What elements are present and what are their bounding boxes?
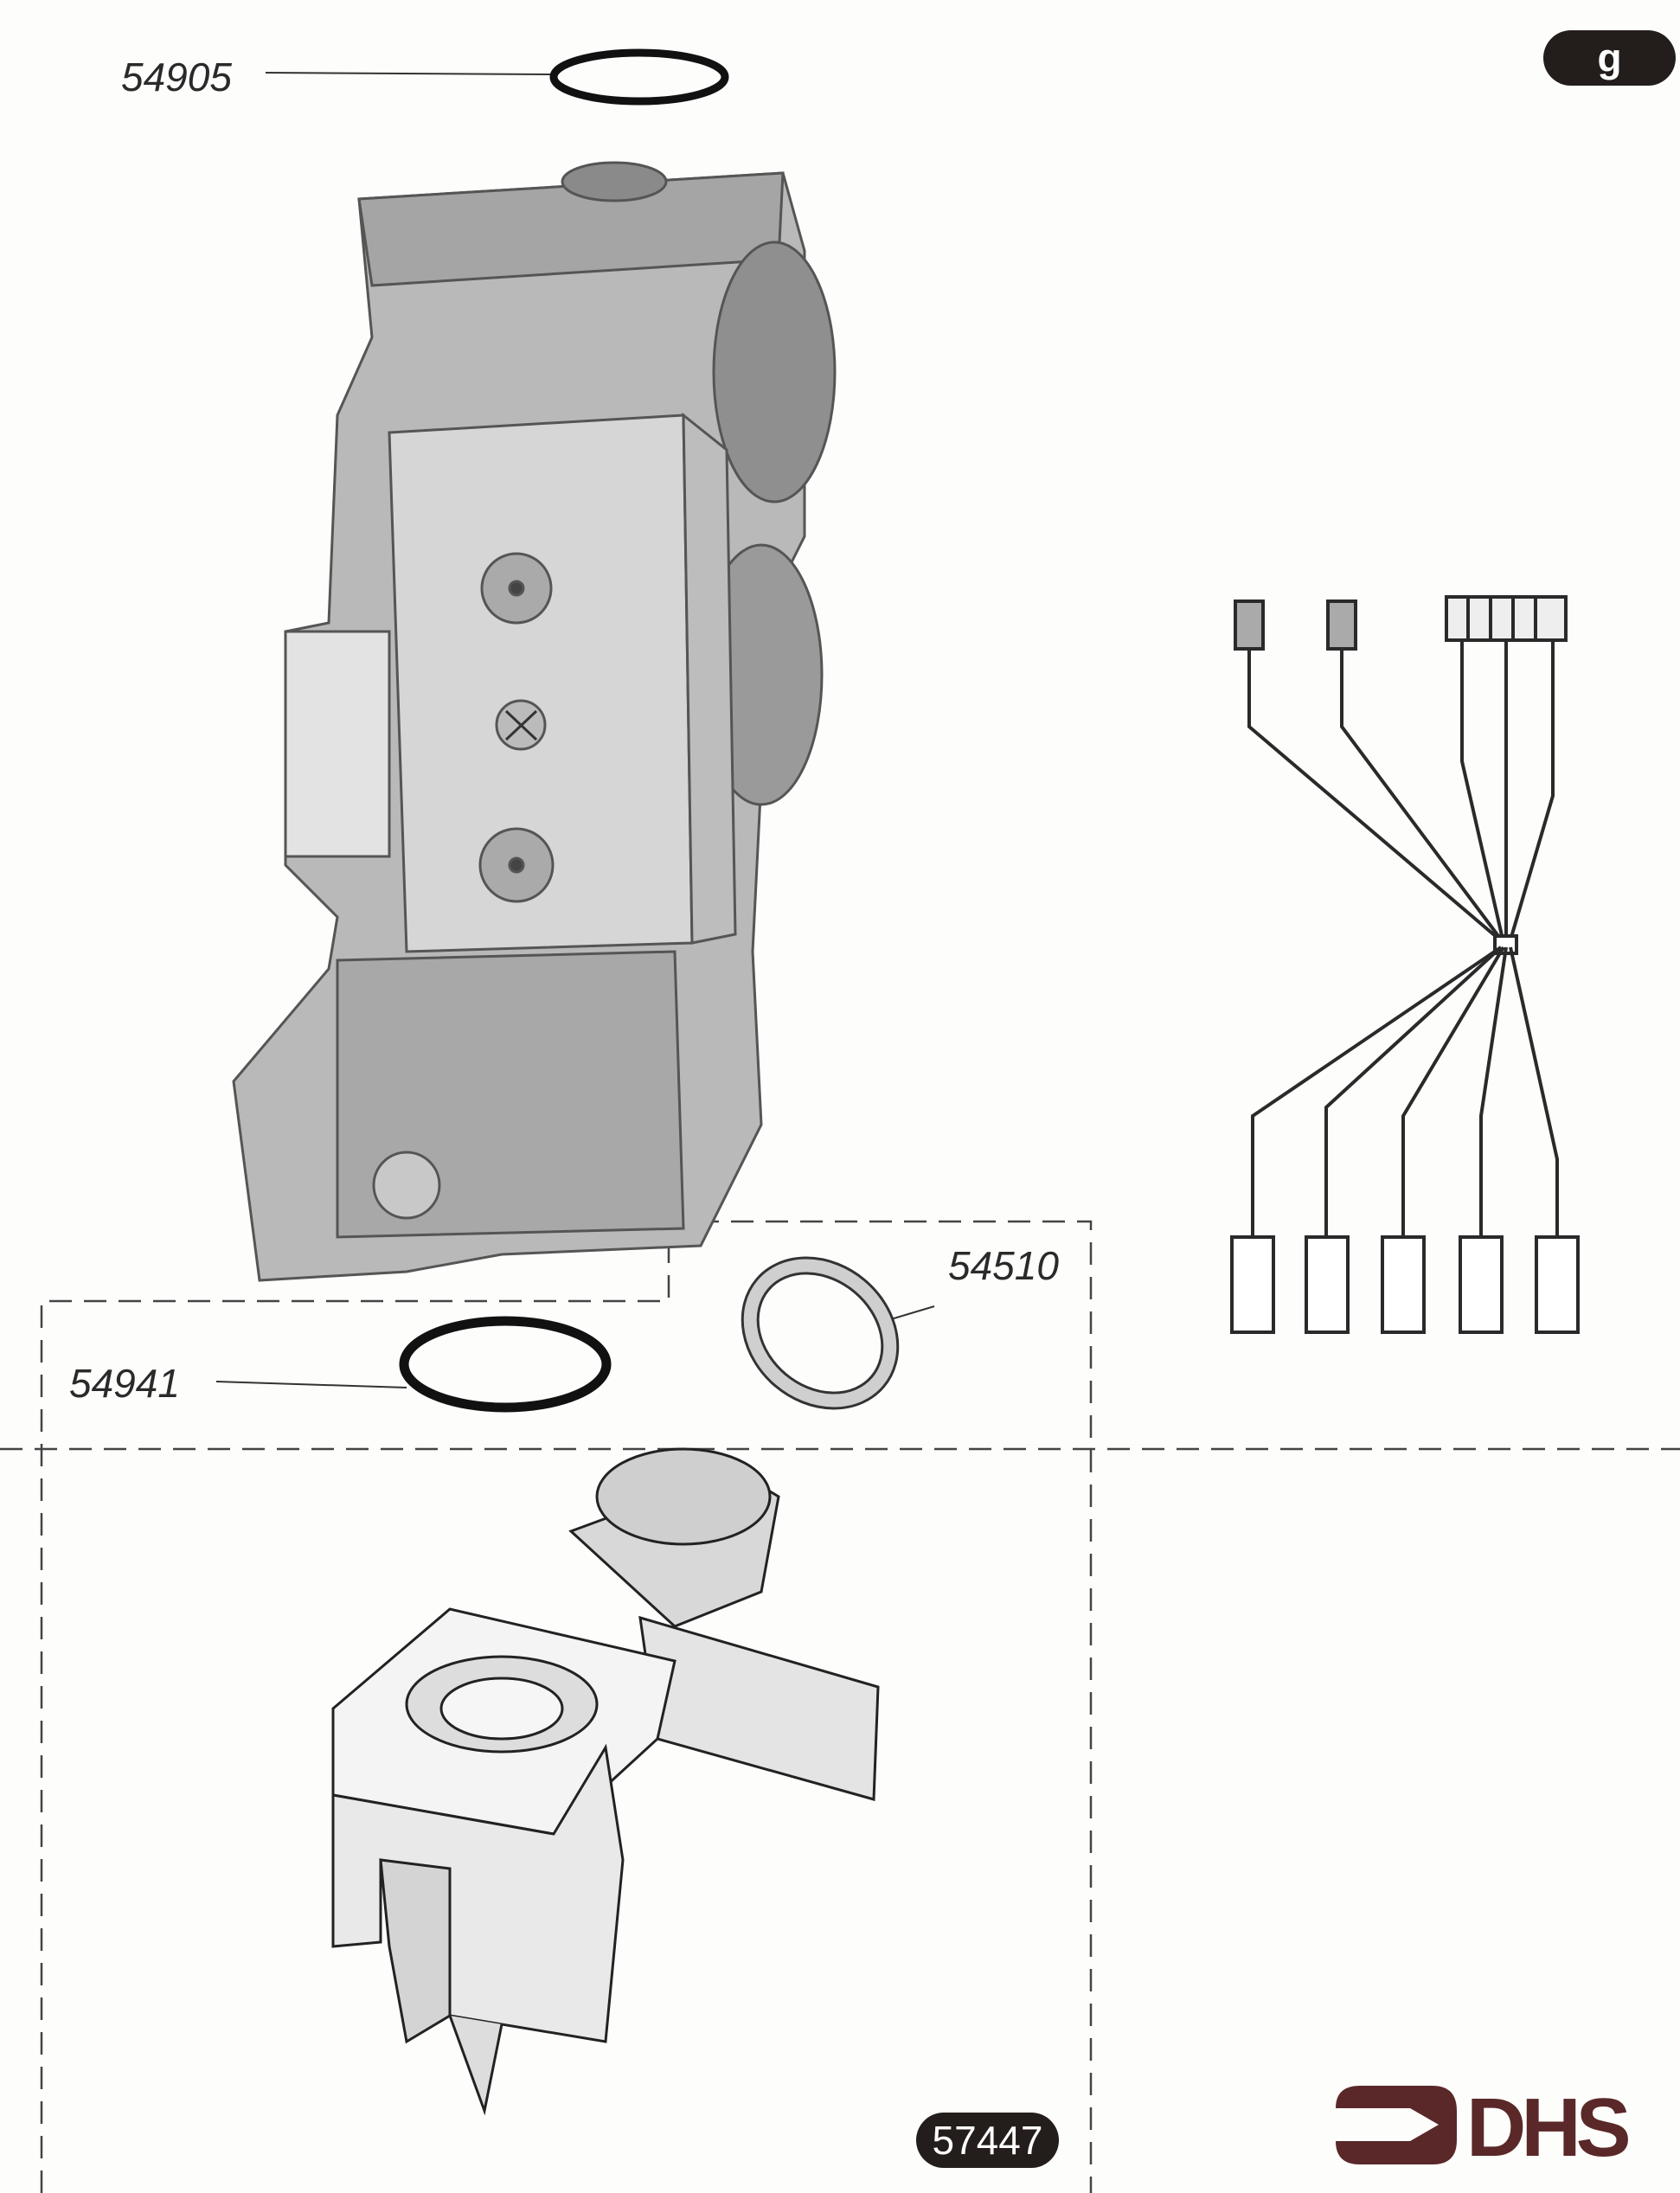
outlet-flange-image	[331, 1447, 880, 2116]
part-label-54905: 54905	[121, 55, 232, 99]
o-ring-54905	[549, 48, 729, 106]
part-label-54510: 54510	[948, 1243, 1059, 1288]
dhs-logo: DHS	[1336, 2081, 1634, 2174]
kit-boundary	[0, 1220, 1680, 2193]
wiring-harness	[1230, 595, 1580, 1334]
part-label-54941: 54941	[69, 1361, 180, 1406]
washer-54510	[741, 1256, 900, 1410]
gas-valve-image	[232, 161, 837, 1282]
leader-lines	[215, 72, 935, 1388]
svg-text:DHS: DHS	[1466, 2081, 1629, 2174]
o-ring-54941	[399, 1316, 612, 1413]
page-section-badge: g	[1543, 30, 1676, 86]
part-badge-57447: 57447	[916, 2113, 1059, 2168]
